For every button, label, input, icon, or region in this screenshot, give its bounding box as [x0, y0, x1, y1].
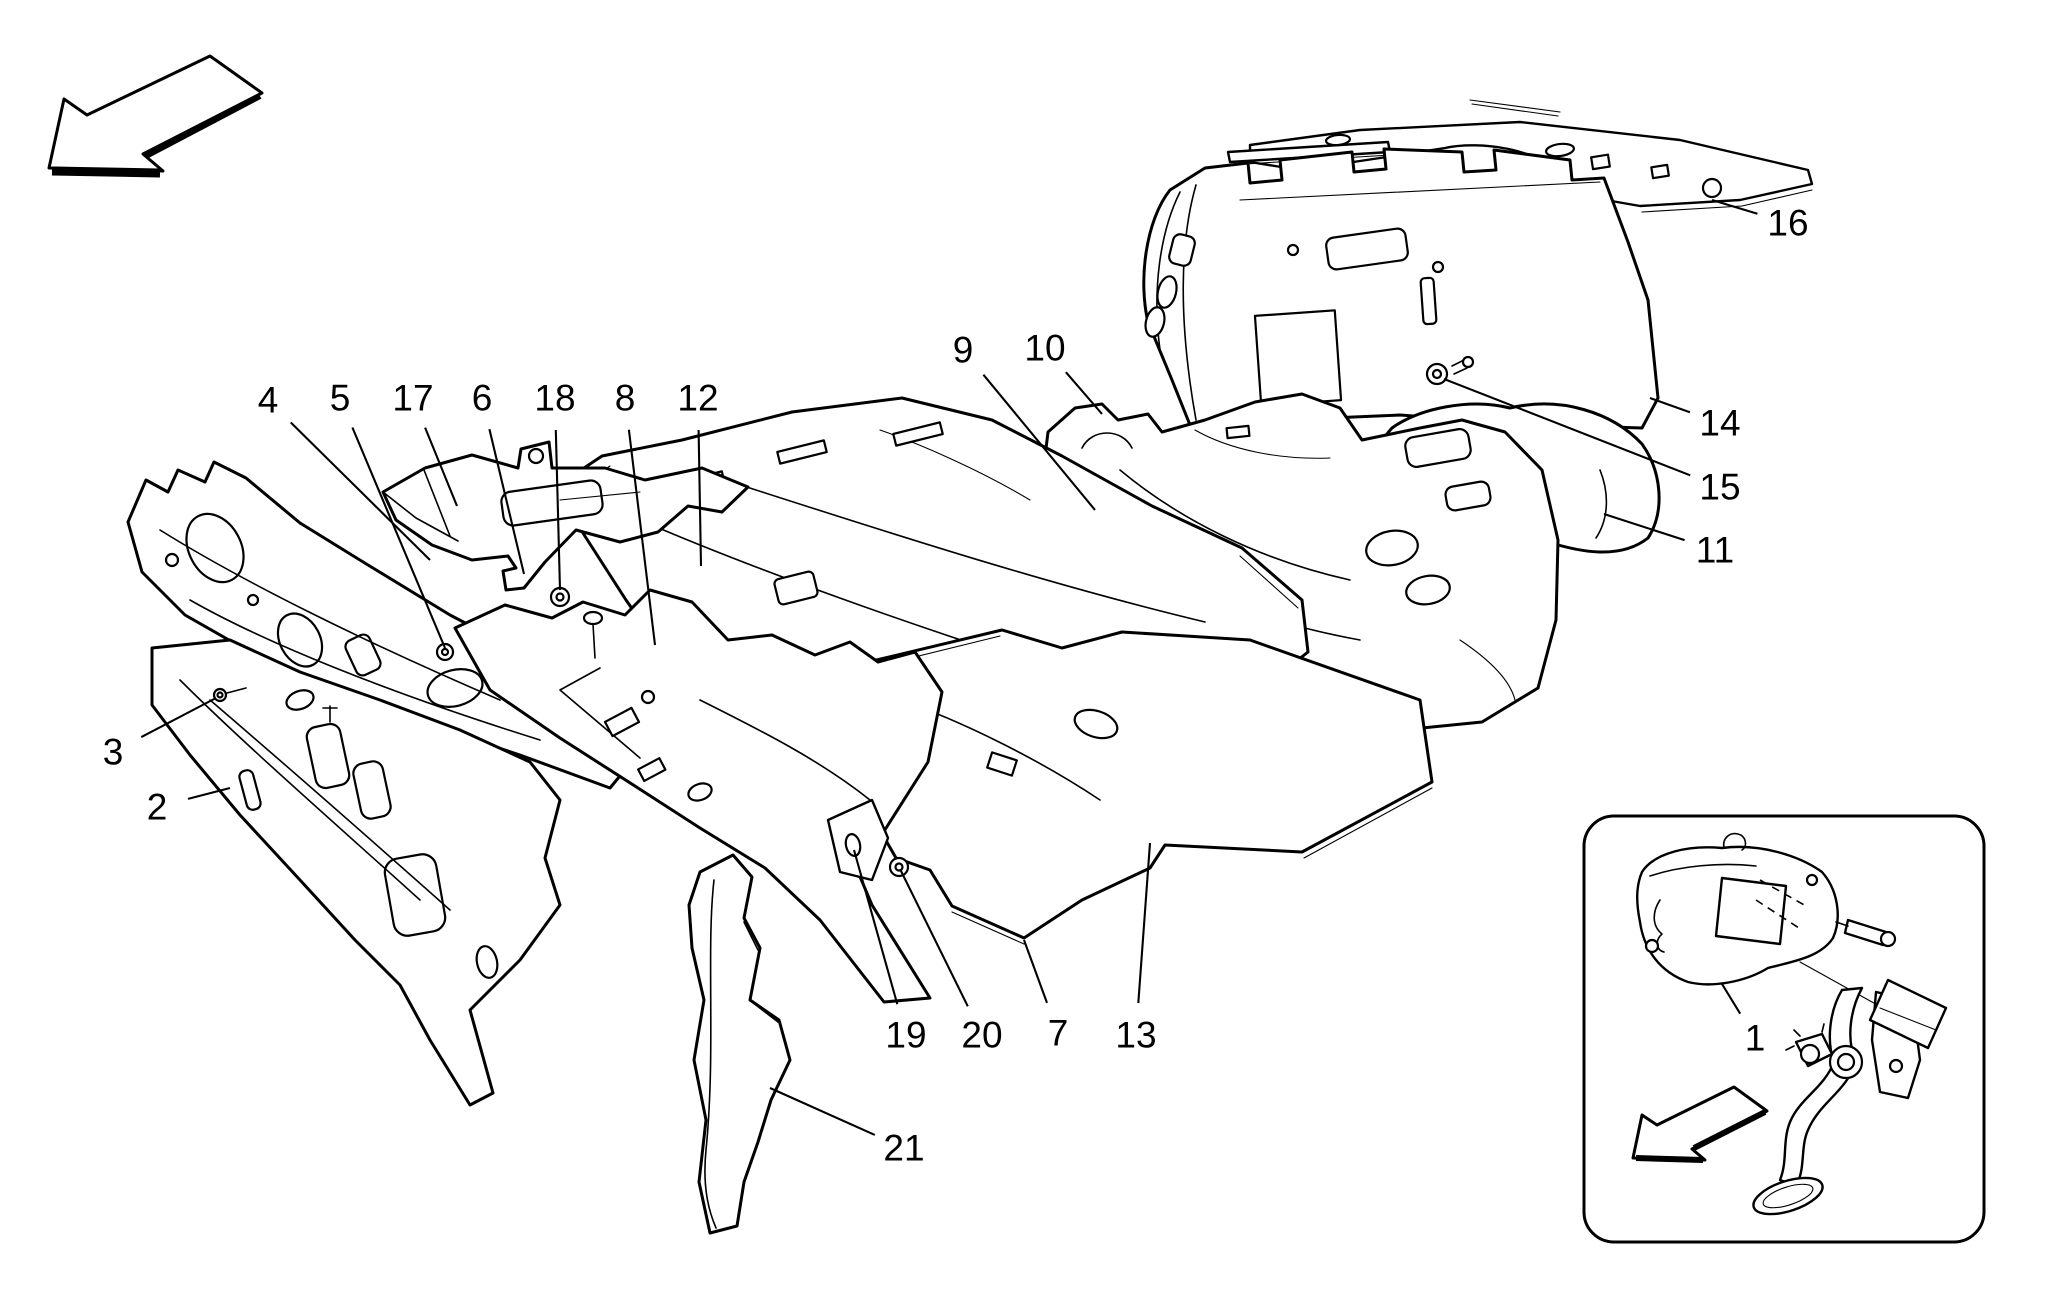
callout-number-19: 19 [885, 1015, 926, 1056]
callout-number-13: 13 [1115, 1015, 1156, 1056]
callout-16: 16 [1711, 198, 1809, 244]
callout-number-14: 14 [1699, 403, 1740, 444]
fastener-stud [322, 705, 338, 723]
callout-10: 10 [1024, 328, 1103, 415]
fastener-clip-5 [435, 642, 455, 662]
callout-number-7: 7 [1048, 1013, 1069, 1054]
callout-number-20: 20 [961, 1015, 1002, 1056]
callout-number-12: 12 [677, 378, 718, 419]
callout-leader-21 [769, 1087, 876, 1136]
callout-leader-2 [187, 786, 231, 800]
callout-leader-12 [697, 429, 703, 567]
callout-12: 12 [677, 378, 719, 567]
fastener-stud-3 [212, 687, 247, 703]
callout-leader-18 [554, 429, 562, 591]
callout-leader-17 [424, 427, 458, 507]
callout-number-16: 16 [1767, 203, 1808, 244]
callout-6: 6 [472, 378, 526, 575]
callout-leader-15 [1443, 378, 1691, 477]
callout-18: 18 [534, 378, 576, 591]
callout-1: 1 [1721, 983, 1766, 1059]
callout-leader-1 [1721, 983, 1742, 1015]
callout-number-2: 2 [147, 787, 168, 828]
fastener-pin [582, 610, 604, 659]
callout-leader-13 [1137, 842, 1152, 1004]
callout-leader-8 [627, 429, 657, 646]
callout-leader-20 [900, 870, 969, 1007]
callout-2: 2 [147, 786, 231, 828]
callout-number-3: 3 [103, 732, 124, 773]
inset-box [1582, 814, 1986, 1244]
callout-17: 17 [392, 378, 458, 507]
callout-number-8: 8 [615, 378, 636, 419]
fastener-grommet-15 [1425, 355, 1475, 386]
callout-number-18: 18 [534, 378, 575, 419]
pedal-pivot-pin [1835, 918, 1897, 948]
callout-number-9: 9 [953, 330, 974, 371]
callout-15: 15 [1443, 378, 1741, 508]
callout-4: 4 [258, 380, 431, 561]
cowl-side-panel [453, 588, 944, 1004]
callout-number-15: 15 [1699, 467, 1740, 508]
callout-leader-3 [140, 697, 217, 739]
floor-carpet-front [836, 628, 1434, 945]
callout-21: 21 [769, 1087, 925, 1169]
main-direction-arrow-icon [47, 54, 264, 178]
callout-20: 20 [900, 870, 1003, 1056]
callout-leader-11 [1603, 513, 1685, 542]
callout-14: 14 [1649, 397, 1741, 444]
callout-7: 7 [1023, 939, 1069, 1054]
callout-number-21: 21 [883, 1128, 924, 1169]
callout-number-10: 10 [1024, 328, 1065, 369]
callout-number-5: 5 [330, 378, 351, 419]
callout-19: 19 [852, 849, 927, 1056]
callout-5: 5 [330, 378, 446, 649]
callout-number-1: 1 [1745, 1018, 1766, 1059]
callout-number-4: 4 [258, 380, 279, 421]
inset-direction-arrow-icon [1631, 1085, 1769, 1163]
fastener-grommet-18 [549, 586, 571, 608]
fastener-grommet-20 [888, 856, 910, 878]
callout-13: 13 [1115, 842, 1157, 1056]
callout-9: 9 [953, 330, 1096, 511]
pedal-arm [1752, 978, 1948, 1216]
callout-leader-9 [982, 374, 1096, 511]
callout-number-17: 17 [392, 378, 433, 419]
callout-leader-4 [290, 421, 431, 561]
sill-trim-panel [687, 853, 792, 1235]
callout-3: 3 [103, 697, 217, 773]
callout-leader-16 [1711, 198, 1758, 215]
callout-leader-5 [351, 427, 446, 649]
callout-number-11: 11 [1696, 530, 1734, 571]
callout-leader-14 [1649, 397, 1691, 414]
dash-top-insulation [381, 440, 750, 592]
firewall-outer-panel [150, 638, 562, 1107]
callout-8: 8 [615, 378, 657, 646]
parcel-shelf-panel [1226, 99, 1814, 213]
callout-leader-19 [852, 849, 899, 1005]
callout-leader-6 [488, 428, 526, 575]
pedal-cover [1636, 832, 1839, 986]
callout-leader-7 [1023, 939, 1048, 1004]
callout-number-6: 6 [472, 378, 493, 419]
callout-leader-10 [1065, 371, 1103, 415]
callout-11: 11 [1603, 513, 1734, 571]
